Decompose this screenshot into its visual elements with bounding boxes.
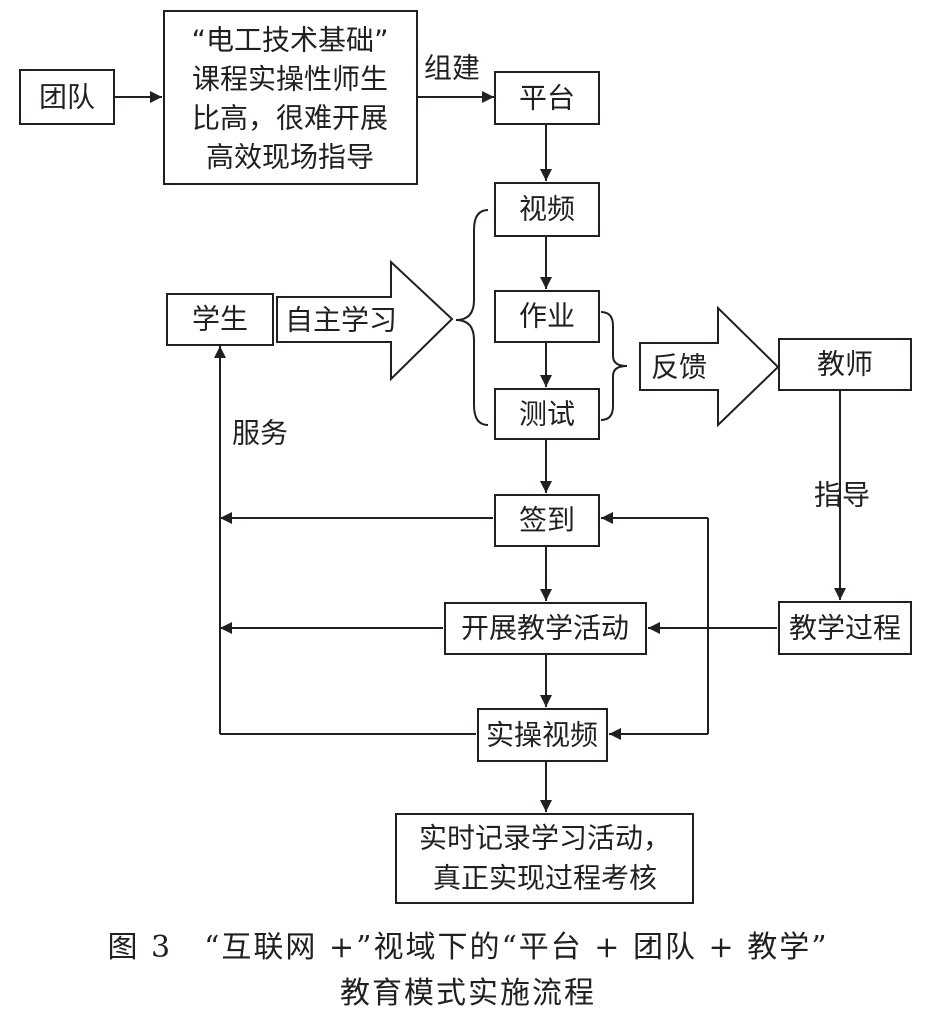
team-label: 团队 bbox=[39, 81, 95, 114]
brace-left bbox=[455, 209, 489, 426]
checkin-label: 签到 bbox=[519, 504, 575, 537]
problem-box bbox=[163, 10, 418, 185]
homework-box bbox=[494, 290, 600, 343]
problem-line-1: “电工技术基础” bbox=[191, 24, 388, 57]
platform-box bbox=[494, 71, 600, 125]
problem-line-4: 高效现场指导 bbox=[206, 141, 374, 174]
feedback-label: 反馈 bbox=[651, 351, 707, 384]
figure-caption-line-2: 教育模式实施流程 bbox=[340, 976, 596, 1011]
record-box bbox=[395, 813, 694, 904]
test-box bbox=[494, 388, 600, 440]
activity-box bbox=[444, 602, 647, 655]
problem-line-2: 课程实操性师生 bbox=[192, 63, 388, 96]
teaching-process-box bbox=[778, 601, 912, 655]
video-label: 视频 bbox=[519, 193, 575, 226]
self-study-arrow bbox=[276, 259, 454, 382]
activity-label: 开展教学活动 bbox=[461, 612, 629, 645]
record-line-2: 真正实现过程考核 bbox=[433, 862, 657, 895]
teacher-label: 教师 bbox=[817, 348, 873, 381]
team-box bbox=[19, 69, 115, 125]
homework-label: 作业 bbox=[519, 300, 575, 333]
build-label: 组建 bbox=[424, 52, 480, 85]
problem-line-3: 比高，很难开展 bbox=[192, 102, 388, 135]
teacher-box bbox=[778, 338, 912, 391]
teaching-process-label: 教学过程 bbox=[789, 612, 901, 645]
test-label: 测试 bbox=[519, 398, 575, 431]
student-label: 学生 bbox=[192, 303, 248, 336]
self-study-label: 自主学习 bbox=[285, 304, 397, 337]
checkin-box bbox=[494, 494, 600, 547]
practice-video-label: 实操视频 bbox=[486, 719, 598, 752]
service-label: 服务 bbox=[232, 417, 288, 450]
platform-label: 平台 bbox=[519, 82, 575, 115]
student-box bbox=[166, 293, 274, 346]
figure-caption-line-1: 图 3 “互联网 +”视域下的“平台 + 团队 + 教学” bbox=[107, 930, 829, 965]
flowchart-diagram: 团队 “电工技术基础” 课程实操性师生 比高，很难开展 高效现场指导 平台 视频… bbox=[19, 10, 912, 904]
video-box bbox=[494, 182, 600, 237]
brace-right bbox=[600, 311, 628, 421]
practice-video-box bbox=[477, 708, 608, 762]
record-line-1: 实时记录学习活动， bbox=[419, 822, 671, 855]
feedback-arrow bbox=[639, 305, 780, 428]
guidance-label: 指导 bbox=[814, 479, 870, 512]
